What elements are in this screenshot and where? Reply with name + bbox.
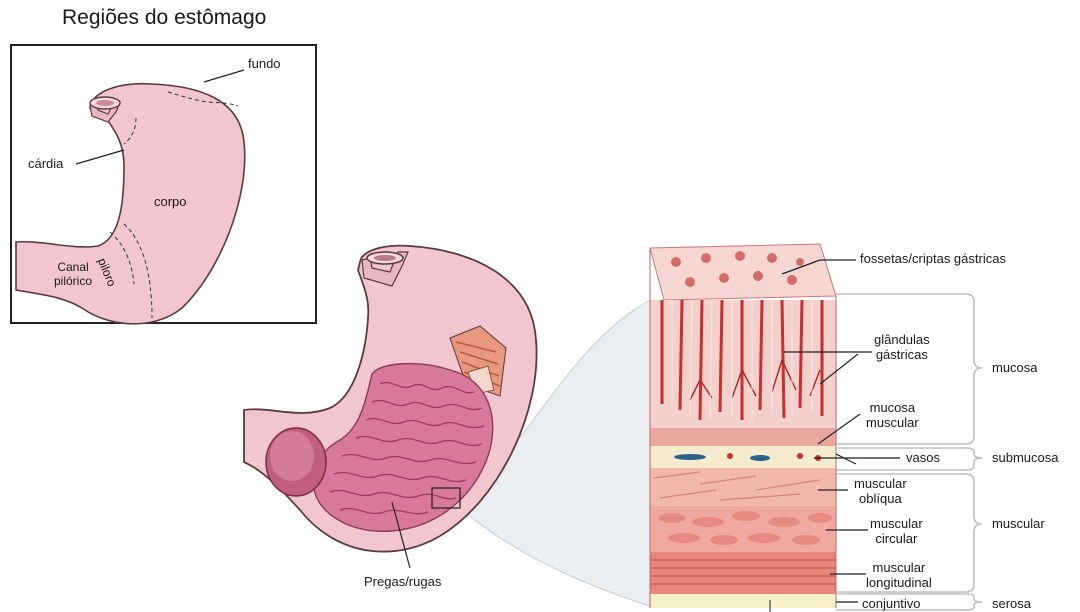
label-pregas-rugas: Pregas/rugas (364, 574, 441, 589)
label-conjuntivo: conjuntivo (862, 596, 921, 611)
mucosa-muscular-layer (650, 428, 836, 446)
muscular-obliqua-layer (650, 468, 836, 506)
label-mucosa-muscular: mucosa muscular (866, 400, 919, 430)
label-muscular-obliqua: muscular oblíqua (854, 476, 907, 506)
label-glandulas: glândulas gástricas (874, 332, 930, 362)
serosa-layer (650, 594, 836, 608)
tissue-block (650, 244, 836, 612)
label-muscular-circular: muscular circular (870, 516, 923, 546)
label-muscular-longitudinal: muscular longitudinal (866, 560, 932, 590)
label-vasos: vasos (906, 450, 940, 465)
group-label-submucosa: submucosa (992, 450, 1058, 465)
group-label-muscular: muscular (992, 516, 1045, 531)
group-label-mucosa: mucosa (992, 360, 1038, 375)
label-fossetas: fossetas/criptas gástricas (860, 251, 1006, 266)
muscular-longitudinal-layer (650, 552, 836, 594)
group-label-serosa: serosa (992, 596, 1031, 611)
